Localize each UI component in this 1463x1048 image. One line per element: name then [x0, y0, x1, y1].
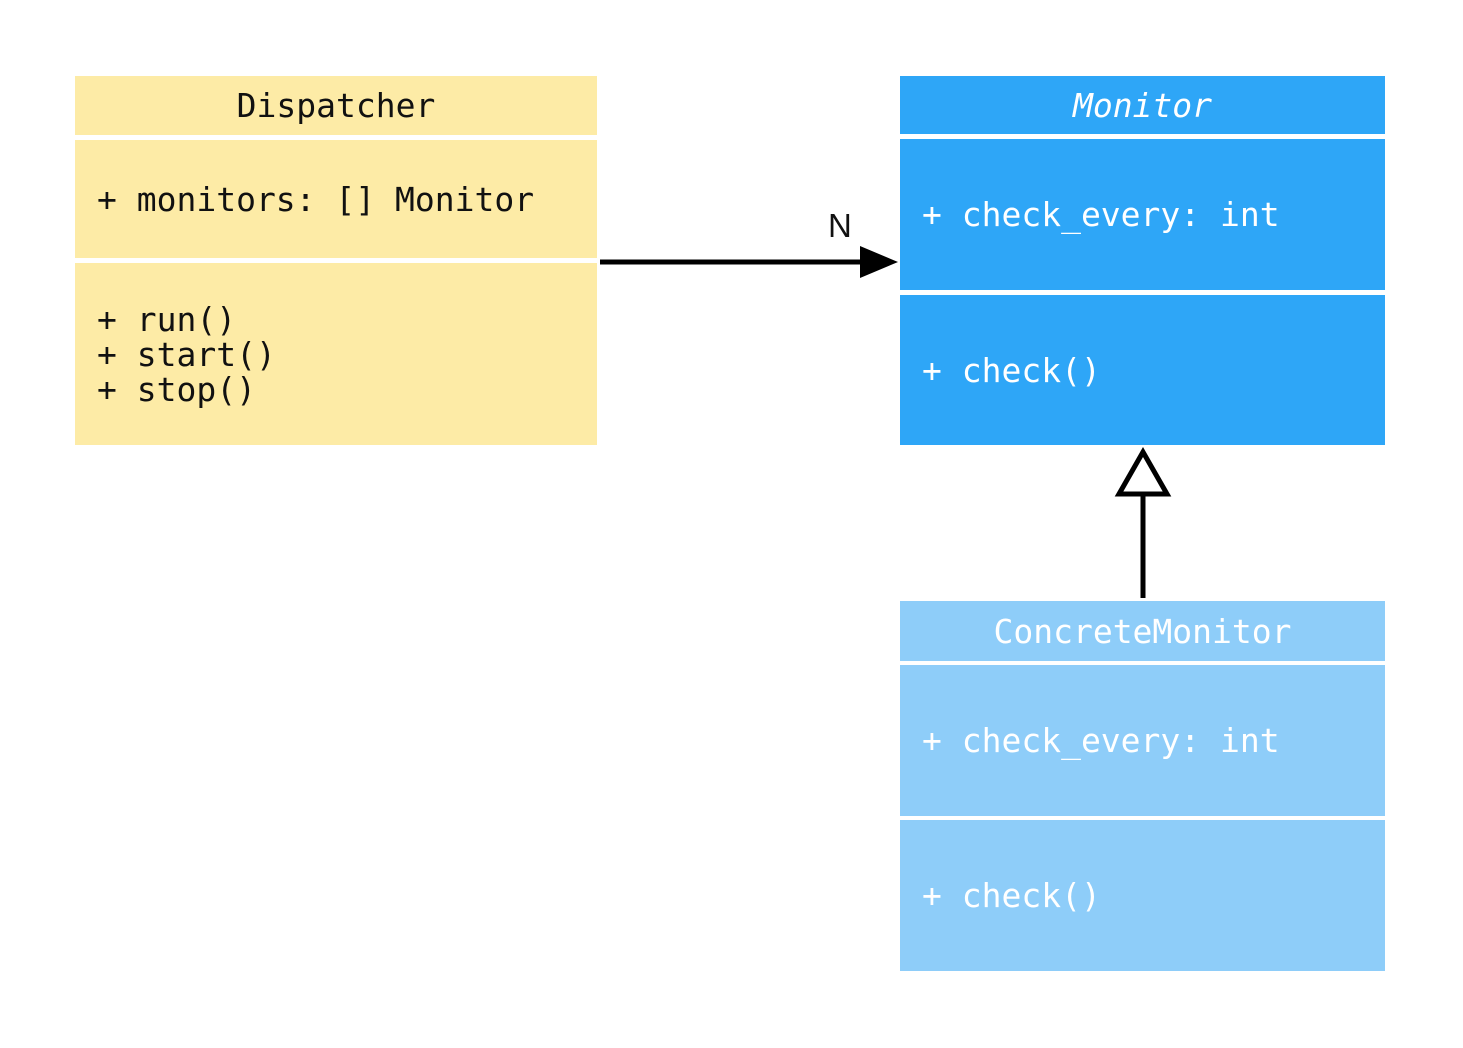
method-line: + run() [97, 299, 237, 339]
attribute-line: + monitors: [] Monitor [97, 179, 535, 219]
association-arrowhead-icon [860, 246, 898, 278]
attribute-line: + check_every: int [922, 195, 1280, 234]
method-line: + stop() [97, 369, 256, 409]
class-box-concrete-monitor: ConcreteMonitor + check_every: int + che… [900, 601, 1385, 971]
class-methods: + run() + start() + stop() [75, 263, 597, 445]
class-title: ConcreteMonitor [900, 601, 1385, 661]
method-line: + start() [97, 334, 276, 374]
class-title: Monitor [900, 76, 1385, 134]
attribute-line: + check_every: int [922, 721, 1280, 760]
class-attributes: + check_every: int [900, 665, 1385, 816]
method-line: + check() [922, 350, 1101, 390]
method-line: + check() [922, 876, 1101, 915]
class-box-dispatcher: Dispatcher + monitors: [] Monitor + run(… [75, 76, 597, 445]
class-methods: + check() [900, 820, 1385, 971]
class-attributes: + check_every: int [900, 139, 1385, 290]
class-attributes: + monitors: [] Monitor [75, 140, 597, 258]
class-methods: + check() [900, 295, 1385, 445]
class-box-monitor: Monitor + check_every: int + check() [900, 76, 1385, 445]
class-title: Dispatcher [75, 76, 597, 135]
inheritance-triangle-icon [1114, 446, 1172, 497]
association-multiplicity-label: N [828, 207, 852, 244]
